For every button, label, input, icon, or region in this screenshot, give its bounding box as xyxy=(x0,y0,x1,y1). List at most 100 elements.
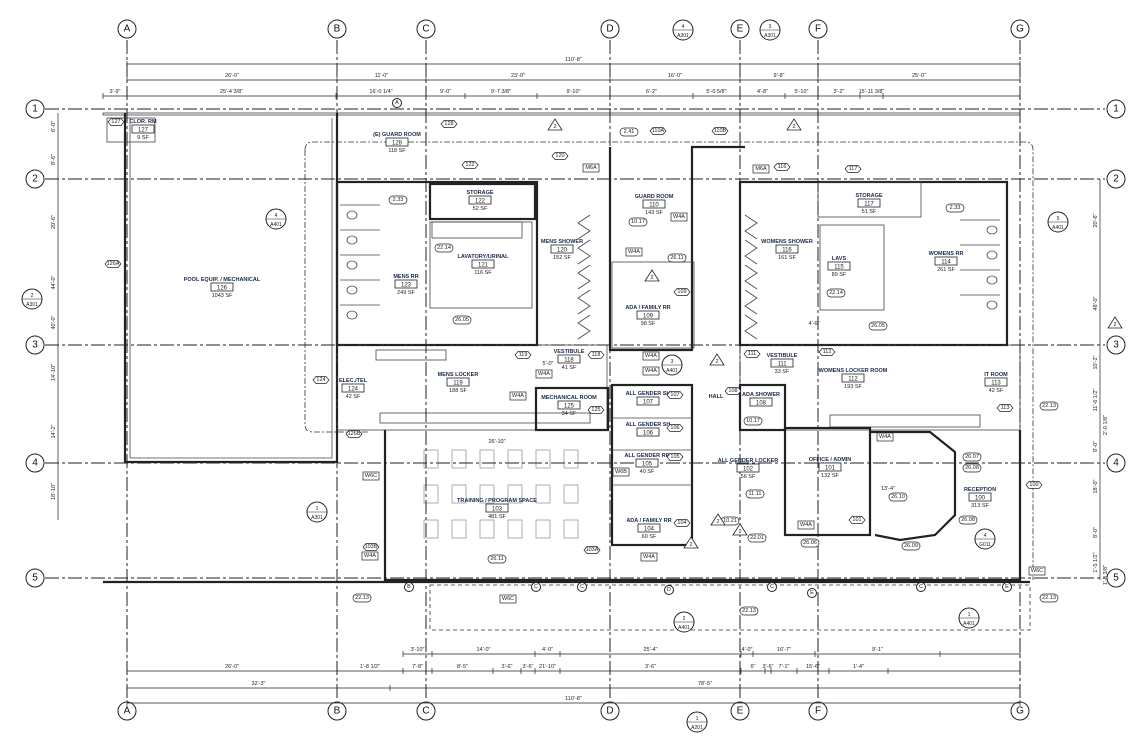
dimension-text: 25'-0" xyxy=(912,73,926,79)
keynote-tag xyxy=(745,489,765,499)
dimension-text: 25'-4 3/8" xyxy=(220,89,243,95)
room-number: 105 xyxy=(642,462,653,468)
keynote-tag xyxy=(434,243,454,253)
door-tag xyxy=(587,351,605,359)
room-name: POOL EQUIP. / MECHANICAL xyxy=(184,277,261,283)
room-area: 89 SF xyxy=(832,272,847,278)
dimension-text: 18'-0" xyxy=(1093,479,1099,493)
section-sheet: G011 xyxy=(979,542,991,548)
room-number: 111 xyxy=(777,362,787,368)
shower-partition xyxy=(744,264,758,290)
room-number-box xyxy=(471,259,495,269)
room-area: 193 SF xyxy=(844,384,862,390)
room-name: MENS SHOWER xyxy=(541,239,583,245)
room-number: 108 xyxy=(756,401,767,407)
elevation-tag-text: E xyxy=(810,590,814,596)
shower-partition xyxy=(577,239,591,265)
keynote-tag xyxy=(868,321,888,331)
room-area: 143 SF xyxy=(645,210,663,216)
grid-label-D: D xyxy=(606,706,613,717)
door-tag-text: 112 xyxy=(823,349,832,355)
door-tag xyxy=(773,163,791,171)
door-tag-text: 117 xyxy=(849,166,858,172)
room-number-box xyxy=(394,279,418,289)
chair-icon xyxy=(563,484,579,504)
dimension-text: 3'-6" xyxy=(645,664,656,670)
keynote-text: 22.14 xyxy=(829,290,843,296)
keynote-tag xyxy=(1039,401,1059,411)
keynote-tag xyxy=(667,253,687,263)
chair-icon xyxy=(451,519,467,539)
room-number: 118 xyxy=(564,358,574,364)
dimension-text: 7'-1" xyxy=(779,664,790,670)
room-number: 114 xyxy=(941,260,951,266)
grid-label-B: B xyxy=(334,24,341,35)
grid-bubble-F xyxy=(808,701,828,721)
dimension-text: 44'-0" xyxy=(51,275,57,289)
door-tag-text: 126A xyxy=(107,261,120,267)
grid-label-A: A xyxy=(124,24,131,35)
grid-bubble-C xyxy=(416,19,436,39)
door-tag-text: 116 xyxy=(778,164,787,170)
door-tag xyxy=(551,152,569,160)
dimension-text: 3'-9" xyxy=(110,89,121,95)
section-number: 1 xyxy=(316,506,319,512)
dimension-text: 15'-11 3/8" xyxy=(859,89,885,95)
room-number-box xyxy=(775,244,799,254)
keynote-text: 26.08 xyxy=(961,517,975,523)
chair-icon xyxy=(479,449,495,469)
room-number-box xyxy=(818,462,842,472)
wall-type-text: W4A xyxy=(512,393,524,399)
keynote-tag xyxy=(962,463,982,473)
grid-label-C: C xyxy=(422,706,429,717)
grid-bubble-4 xyxy=(1106,453,1126,473)
dimension-text: 3'-6" xyxy=(502,664,513,670)
room-name: VESTIBULE xyxy=(554,349,585,355)
grid-bubble-1 xyxy=(1106,99,1126,119)
room-name: WOMENS RR xyxy=(929,251,964,257)
room-area: 152 SF xyxy=(553,255,571,261)
room-number: 116 xyxy=(782,248,792,254)
keynote-text: 26.08 xyxy=(965,465,979,471)
grid-bubble-5 xyxy=(25,568,45,588)
dimension-text: 9'-1" xyxy=(872,647,883,653)
room-number: 100 xyxy=(975,496,986,502)
room-area: 42 SF xyxy=(989,388,1004,394)
elevation-tag-text: D xyxy=(667,587,671,593)
room-number: 126 xyxy=(217,286,228,292)
room-number-box xyxy=(749,397,773,407)
wall-type-tag xyxy=(362,471,380,481)
wall-type-text: W4A xyxy=(673,214,685,220)
room-number: 102 xyxy=(743,467,754,473)
dimension-text: 1'-8 3/8" xyxy=(1103,565,1109,585)
grid-bubble-C xyxy=(416,701,436,721)
door-tag xyxy=(583,546,601,554)
dimension-text: 1'-8 1/2" xyxy=(360,664,380,670)
wall-type-text: W6B xyxy=(615,469,627,475)
keynote-tag xyxy=(800,538,820,548)
toilet-icon xyxy=(986,300,998,310)
keynote-tag xyxy=(888,492,908,502)
dimension-text: 23'-0" xyxy=(511,73,525,79)
keynote-text: 2.41 xyxy=(624,129,635,135)
grid-bubble-E xyxy=(730,19,750,39)
room-name: GUARD ROOM xyxy=(635,194,674,200)
keynote-tag xyxy=(628,217,648,227)
section-number: 1 xyxy=(696,716,699,722)
dimension-text: 8'-0" xyxy=(1093,527,1099,538)
revision-number: 2 xyxy=(1113,322,1116,328)
wall-type-text: W4A xyxy=(879,434,891,440)
